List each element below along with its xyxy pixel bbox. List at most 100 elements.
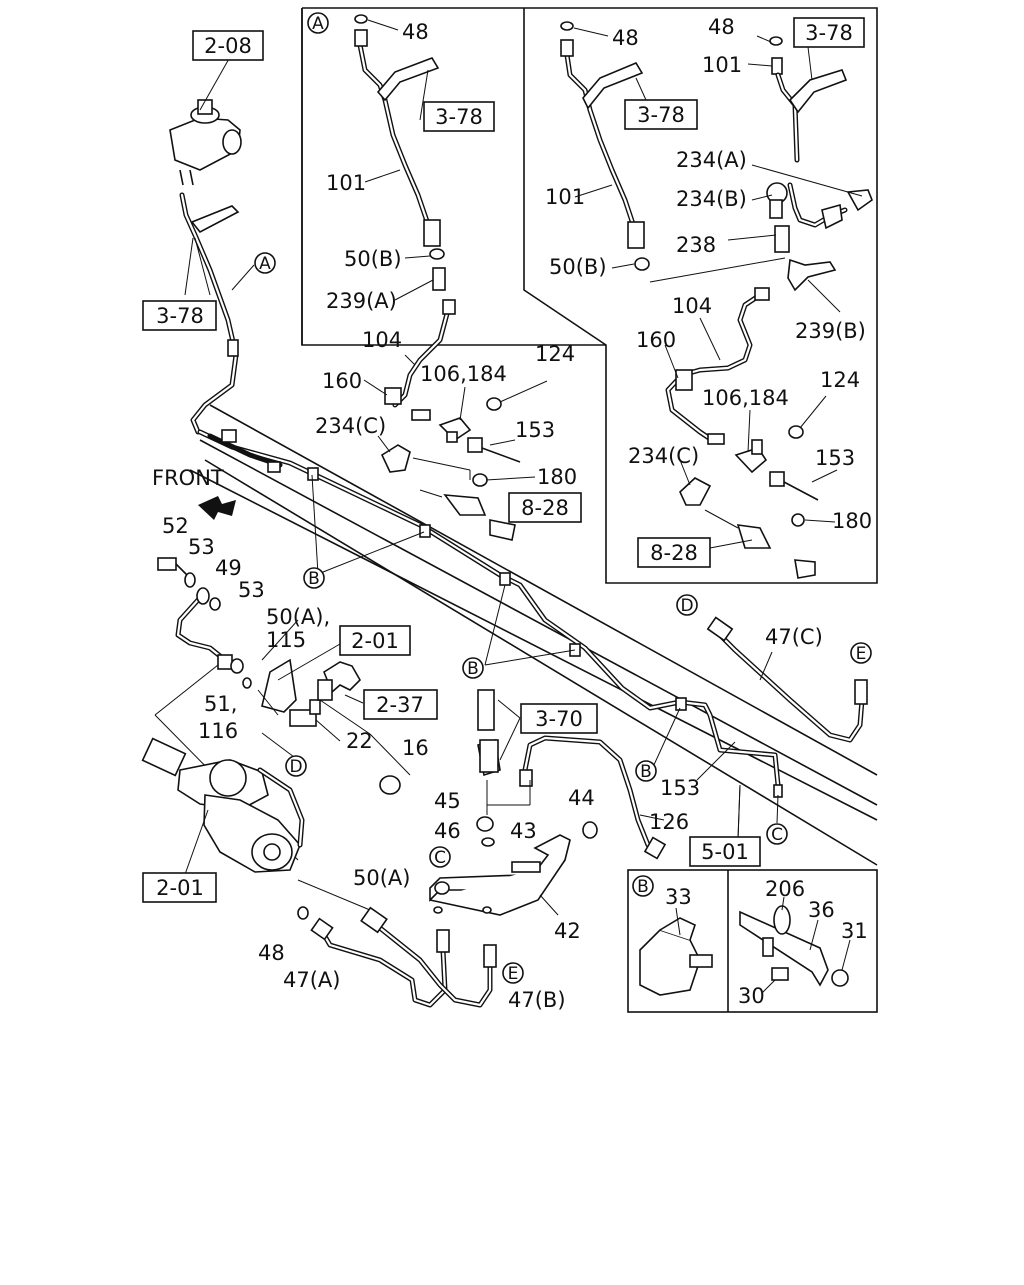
svg-text:2-08: 2-08 — [204, 34, 252, 58]
ref-box-3-78-main[interactable]: 3-78 — [142, 300, 217, 331]
label-31: 31 — [841, 919, 868, 943]
label-49: 49 — [215, 556, 242, 580]
svg-text:D: D — [680, 596, 693, 616]
svg-text:2-01: 2-01 — [156, 876, 204, 900]
pipe-47c — [706, 616, 868, 743]
inset-a-right-leaders — [573, 27, 863, 549]
label-43: 43 — [510, 819, 537, 843]
label-124: 124 — [820, 368, 860, 392]
svg-text:A: A — [259, 254, 271, 274]
label-52: 52 — [162, 514, 189, 538]
label-106-184: 106,184 — [702, 386, 789, 410]
callout-d-left[interactable]: D — [285, 755, 307, 777]
brake-pipe-frame-run — [197, 429, 783, 798]
callout-a-main[interactable]: A — [254, 252, 276, 274]
svg-text:3-78: 3-78 — [637, 103, 685, 127]
callout-b-3[interactable]: B — [635, 760, 657, 782]
callout-b-inset[interactable]: B — [632, 875, 654, 897]
inset-a-left-assembly — [354, 14, 521, 541]
inset-a-left-leaders — [363, 19, 548, 481]
label-234b: 234(B) — [676, 187, 747, 211]
callout-c-bracket[interactable]: C — [429, 846, 451, 868]
svg-text:3-78: 3-78 — [435, 105, 483, 129]
chassis-frame-rails — [189, 404, 878, 866]
label-45: 45 — [434, 789, 461, 813]
svg-text:3-70: 3-70 — [535, 707, 583, 731]
label-50a-115: 50(A), — [266, 605, 330, 629]
ref-box-3-78-inset-right[interactable]: 3-78 — [793, 17, 865, 48]
label-101: 101 — [702, 53, 742, 77]
ref-box-3-78-inset-left[interactable]: 3-78 — [423, 101, 495, 132]
ref-box-3-70[interactable]: 3-70 — [520, 703, 598, 734]
bracket-42 — [379, 775, 598, 916]
inset-frame-b — [627, 869, 878, 1013]
brake-chamber — [141, 737, 305, 881]
label-36: 36 — [808, 898, 835, 922]
pipe-47ab — [297, 906, 497, 1008]
callout-b-2[interactable]: B — [462, 657, 484, 679]
svg-text:2-37: 2-37 — [376, 693, 424, 717]
svg-text:E: E — [508, 964, 519, 984]
label-124: 124 — [535, 342, 575, 366]
svg-text:B: B — [637, 877, 649, 897]
ref-box-2-01-bottom[interactable]: 2-01 — [142, 872, 217, 903]
label-50a: 50(A) — [353, 866, 410, 890]
label-234c: 234(C) — [315, 414, 386, 438]
inset-a-right-assembly — [560, 21, 873, 579]
label-126: 126 — [649, 810, 689, 834]
callout-c-right[interactable]: C — [766, 823, 788, 845]
brake-pipe-master — [179, 192, 240, 435]
label-239b: 239(B) — [795, 319, 866, 343]
label-46: 46 — [434, 819, 461, 843]
label-180: 180 — [537, 465, 577, 489]
svg-text:B: B — [467, 659, 479, 679]
svg-text:D: D — [289, 757, 302, 777]
callout-b-1[interactable]: B — [303, 567, 325, 589]
inset-b-bracket-36 — [739, 896, 851, 994]
ref-box-8-28-inset-right[interactable]: 8-28 — [637, 537, 711, 568]
leader-5-01 — [737, 784, 741, 839]
label-238: 238 — [676, 233, 716, 257]
ref-box-2-01-top[interactable]: 2-01 — [339, 625, 411, 656]
ref-box-2-37[interactable]: 2-37 — [363, 689, 438, 720]
svg-text:8-28: 8-28 — [650, 541, 698, 565]
callout-d-right[interactable]: D — [676, 594, 698, 616]
label-160: 160 — [636, 328, 676, 352]
label-48: 48 — [612, 26, 639, 50]
label-48: 48 — [402, 20, 429, 44]
label-53: 53 — [188, 535, 215, 559]
label-48: 48 — [258, 941, 285, 965]
ref-box-5-01[interactable]: 5-01 — [689, 836, 761, 867]
ref-box-8-28-inset-left[interactable]: 8-28 — [508, 492, 582, 523]
svg-text:5-01: 5-01 — [701, 840, 749, 864]
label-239a: 239(A) — [326, 289, 397, 313]
label-30: 30 — [738, 984, 765, 1008]
pipe-126 — [519, 735, 667, 860]
label-47c: 47(C) — [765, 625, 823, 649]
label-104: 104 — [672, 294, 712, 318]
front-arrow — [198, 496, 236, 520]
ref-box-3-78-inset-mid[interactable]: 3-78 — [624, 99, 698, 130]
inset-b-clip-33 — [639, 907, 713, 996]
label-51-116: 116 — [198, 719, 238, 743]
label-104: 104 — [362, 328, 402, 352]
label-160: 160 — [322, 369, 362, 393]
callout-e-right[interactable]: E — [850, 642, 872, 664]
callout-e-bottom[interactable]: E — [502, 962, 524, 984]
label-51-116: 51, — [204, 692, 237, 716]
pipe-49 — [157, 557, 233, 670]
label-153: 153 — [515, 418, 555, 442]
callout-a-inset[interactable]: A — [307, 12, 329, 34]
label-153: 153 — [815, 446, 855, 470]
label-153: 153 — [660, 776, 700, 800]
ref-box-2-08[interactable]: 2-08 — [192, 30, 264, 61]
hose-3-70 — [477, 689, 531, 815]
label-180: 180 — [832, 509, 872, 533]
label-50b: 50(B) — [549, 255, 607, 279]
label-50a-115: 115 — [266, 628, 306, 652]
reservoir-master-cylinder — [169, 99, 242, 186]
label-50b: 50(B) — [344, 247, 402, 271]
svg-text:3-78: 3-78 — [156, 304, 204, 328]
